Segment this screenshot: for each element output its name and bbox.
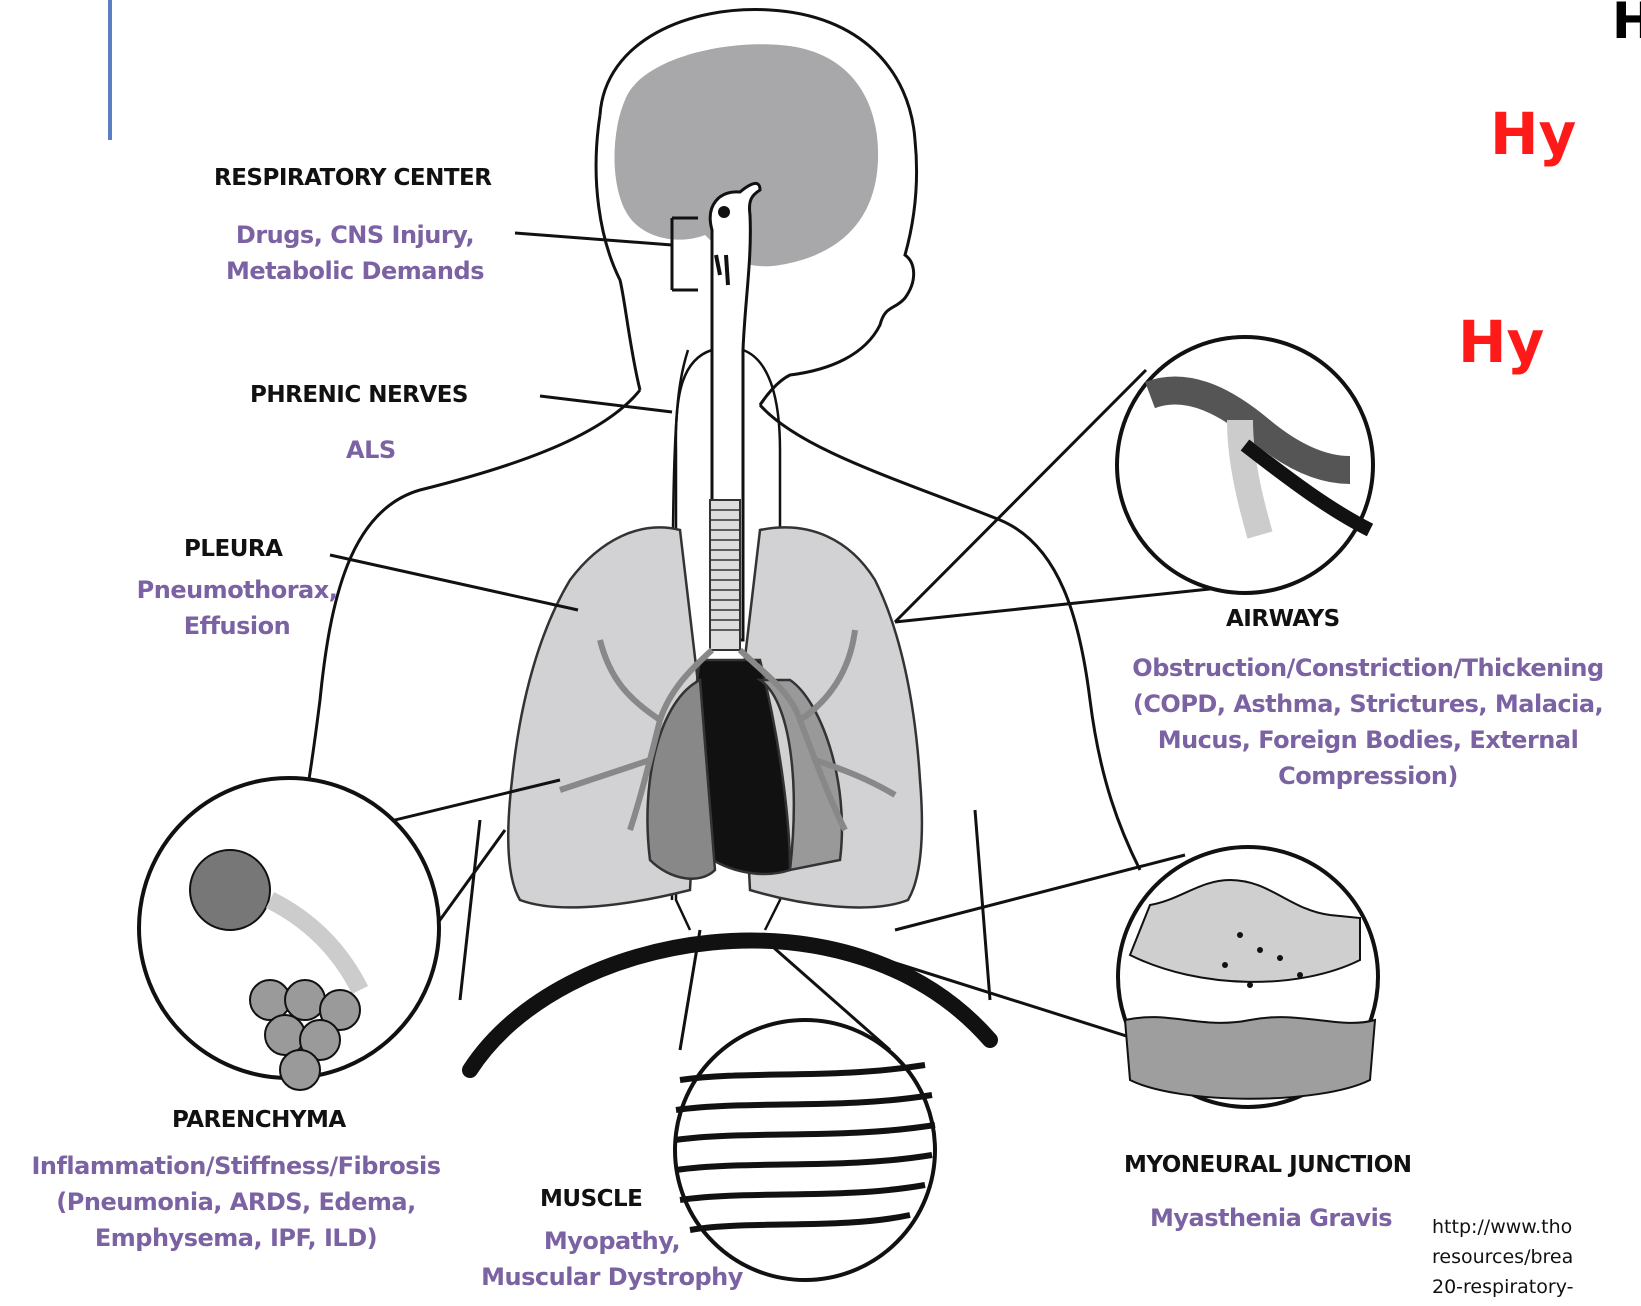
parenchyma-cause: (Pneumonia, ARDS, Edema, — [6, 1184, 466, 1220]
slide-heading-fragment: H — [1612, 0, 1641, 50]
muscle-heading: MUSCLE — [540, 1186, 642, 1212]
pleura-heading: PLEURA — [184, 536, 282, 562]
phrenic-nerves-heading: PHRENIC NERVES — [250, 382, 468, 408]
parenchyma-heading: PARENCHYMA — [172, 1107, 346, 1133]
myoneural-junction-cause: Myasthenia Gravis — [1150, 1200, 1392, 1236]
pleura-cause: Effusion — [112, 608, 362, 644]
respiratory-center-causes: Drugs, CNS Injury, Metabolic Demands — [200, 217, 510, 289]
airways-causes: Obstruction/Constriction/Thickening (COP… — [1098, 650, 1638, 794]
muscle-cause: Myopathy, — [462, 1223, 762, 1259]
airways-cause: (COPD, Asthma, Strictures, Malacia, — [1098, 686, 1638, 722]
respiratory-center-heading: RESPIRATORY CENTER — [214, 165, 491, 191]
parenchyma-cause: Inflammation/Stiffness/Fibrosis — [6, 1148, 466, 1184]
myoneural-junction-heading: MYONEURAL JUNCTION — [1124, 1152, 1412, 1178]
parenchyma-causes: Inflammation/Stiffness/Fibrosis (Pneumon… — [6, 1148, 466, 1256]
source-line: 20-respiratory- — [1432, 1272, 1573, 1302]
airways-magnifier — [1117, 337, 1373, 593]
muscle-causes: Myopathy, Muscular Dystrophy — [462, 1223, 762, 1295]
slide-title-line-1: Hy — [1490, 100, 1576, 168]
respiratory-center-cause: Metabolic Demands — [200, 253, 510, 289]
trachea — [710, 500, 740, 650]
slide-accent-bar — [108, 0, 112, 140]
source-line: http://www.tho — [1432, 1212, 1573, 1242]
pleura-cause: Pneumothorax, — [112, 572, 362, 608]
airways-cause: Mucus, Foreign Bodies, External — [1098, 722, 1638, 758]
muscle-cause: Muscular Dystrophy — [462, 1259, 762, 1295]
slide-title-line-2: Hy — [1458, 308, 1544, 376]
source-line: resources/brea — [1432, 1242, 1573, 1272]
parenchyma-cause: Emphysema, IPF, ILD) — [6, 1220, 466, 1256]
airways-cause: Obstruction/Constriction/Thickening — [1098, 650, 1638, 686]
respiratory-center-dot — [718, 206, 730, 218]
phrenic-nerves-cause: ALS — [346, 432, 396, 468]
airways-heading: AIRWAYS — [1226, 606, 1340, 632]
source-citation: http://www.tho resources/brea 20-respira… — [1432, 1212, 1573, 1302]
myoneural-junction-magnifier — [1118, 847, 1378, 1107]
airways-cause: Compression) — [1098, 758, 1638, 794]
pleura-causes: Pneumothorax, Effusion — [112, 572, 362, 644]
respiratory-center-cause: Drugs, CNS Injury, — [200, 217, 510, 253]
parenchyma-magnifier — [139, 778, 439, 1090]
